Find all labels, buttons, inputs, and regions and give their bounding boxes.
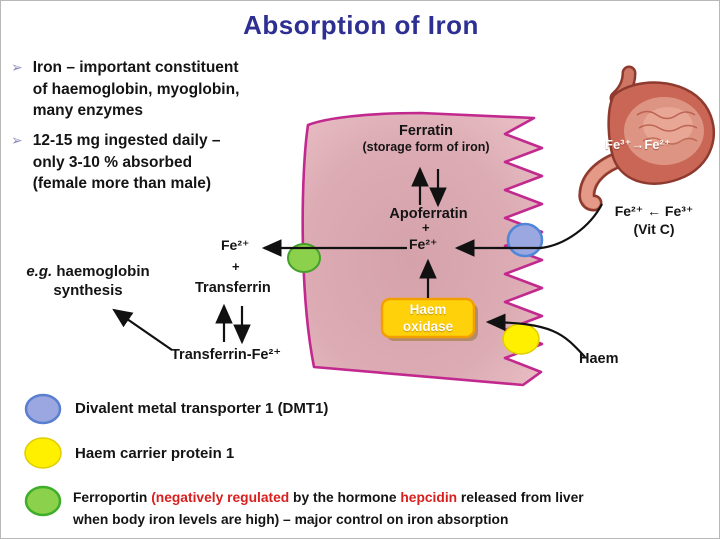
bullet-text: Iron – important constituent of haemoglo…: [32, 59, 240, 119]
stomach-icon: [578, 65, 715, 212]
legend-dmt1-circle: [24, 393, 62, 425]
arrow-to-haemoglobin-synthesis: [112, 308, 173, 351]
haem-oxidase-label: Haem oxidase: [402, 302, 454, 334]
ferratin-label: Ferratin: [399, 123, 453, 139]
arrow-haem-to-oxidase: [485, 313, 586, 358]
stomach-conversion-label: Fe³⁺→Fe²⁺: [605, 137, 671, 152]
legend-ferroportin-circle: [24, 485, 62, 517]
eg-line2: synthesis: [53, 282, 123, 299]
bullet-text: 12-15 mg ingested daily – only 3-10 % ab…: [32, 132, 221, 192]
legend-dmt1-label: Divalent metal transporter 1 (DMT1): [75, 400, 329, 417]
apoferratin-label: Apoferratin: [389, 206, 468, 222]
page-title: Absorption of Iron: [243, 10, 479, 40]
legend-ferroportin-label: Ferroportin (negatively regulated by the…: [73, 487, 713, 531]
hcp1-circle: [502, 323, 540, 355]
vitc-label: Fe²⁺ ← Fe³⁺ (Vit C): [614, 203, 694, 237]
plus-sign: +: [422, 220, 430, 235]
legend-hcp1-label: Haem carrier protein 1: [75, 445, 235, 462]
ferroportin-seg-red: (negatively regulated: [151, 490, 290, 505]
intestinal-cell-shape: [301, 111, 544, 387]
bullet-iron-constituent: ➢ Iron – important constituent of haemog…: [11, 57, 239, 122]
flow-arrows: [112, 166, 603, 358]
haemoglobin-synthesis-label: e.g. haemoglobin synthesis: [13, 262, 163, 300]
haem-oxidase-box: [380, 297, 476, 339]
bullet-arrow-icon: ➢: [11, 59, 23, 75]
bullet-ingested-daily: ➢ 12-15 mg ingested daily – only 3-10 % …: [11, 130, 221, 195]
eg-italic: e.g.: [26, 263, 53, 280]
eg-text: haemoglobin: [52, 263, 150, 280]
ferroportin-seg: by the hormone: [289, 490, 401, 505]
fe2-exported-label: Fe²⁺: [221, 237, 250, 253]
fe2-in-cell-label: Fe²⁺: [409, 236, 438, 252]
dmt1-circle: [506, 222, 544, 258]
ferroportin-line2: when body iron levels are high) – major …: [73, 512, 509, 527]
ferroportin-circle: [287, 243, 321, 273]
ferroportin-seg: Ferroportin: [73, 490, 152, 505]
ferroportin-seg-red: hepcidin: [400, 490, 458, 505]
ferroportin-seg: released from liver: [457, 490, 584, 505]
bullet-arrow-icon: ➢: [11, 132, 23, 148]
arrow-vitc-to-fe2: [454, 203, 603, 257]
legend-hcp1-circle: [24, 437, 62, 469]
haem-label: Haem: [579, 351, 619, 367]
transferrin-label: Transferrin: [195, 280, 271, 296]
ferratin-note-label: (storage form of iron): [362, 140, 490, 154]
plus-sign: +: [232, 259, 240, 274]
transferrin-fe2-label: Transferrin-Fe²⁺: [171, 347, 281, 363]
